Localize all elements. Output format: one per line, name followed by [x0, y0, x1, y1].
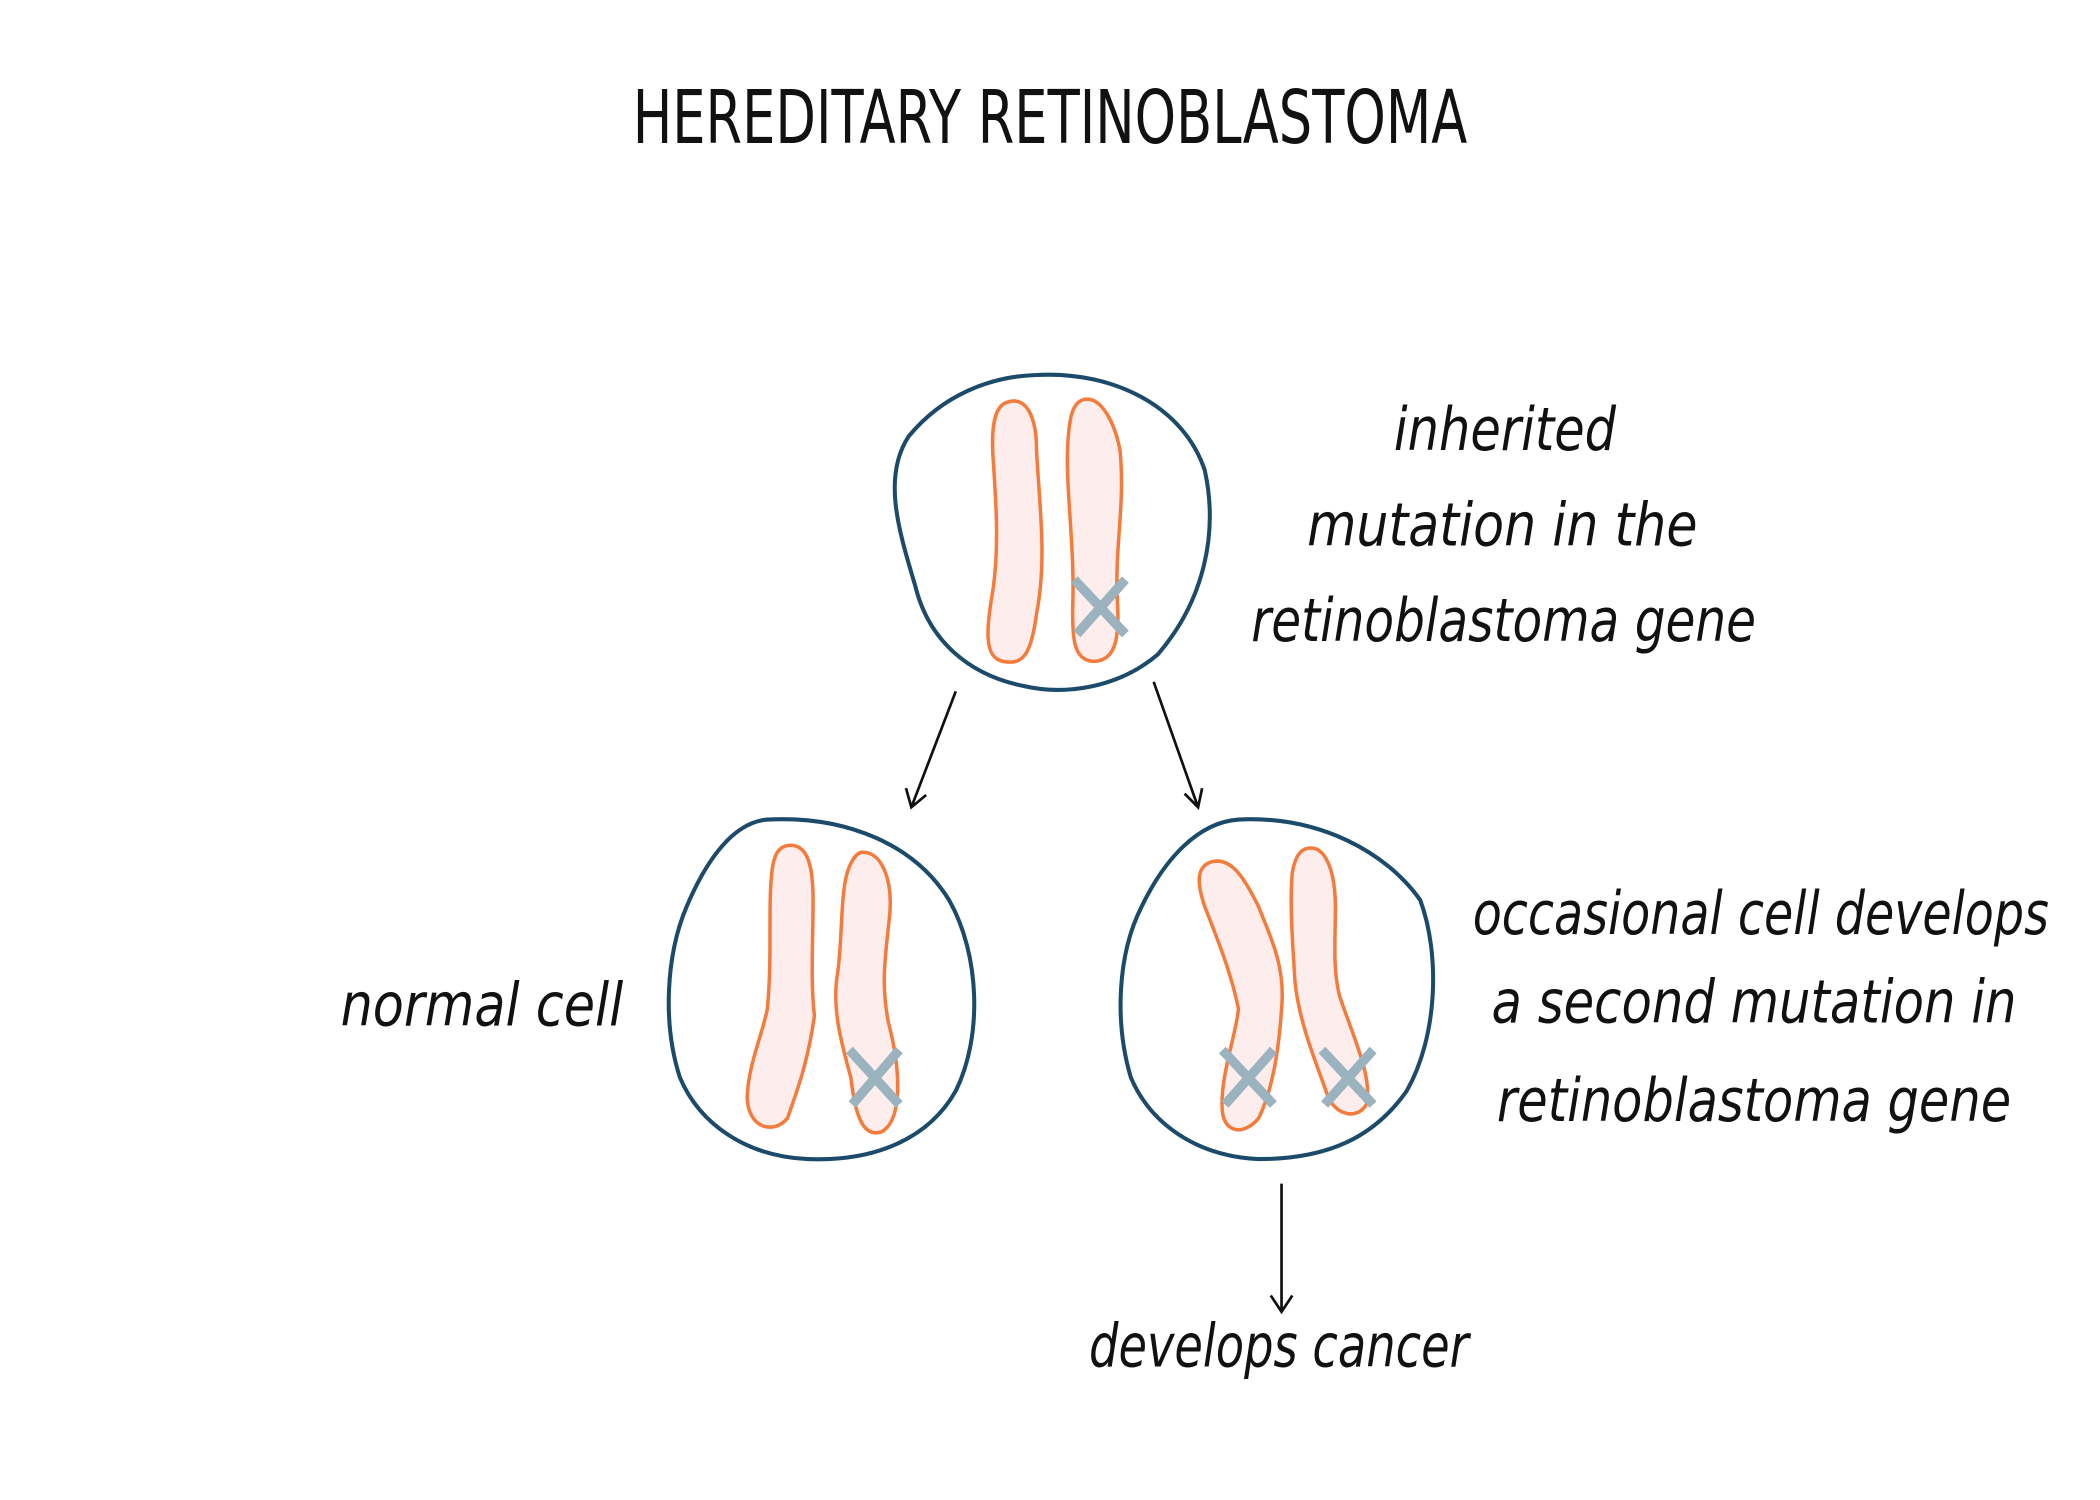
inherited-mutation-label: inherited mutation in the retinoblastoma…: [1251, 396, 1756, 656]
mutated-cell: [1118, 817, 1436, 1162]
label-line: occasional cell develops: [1473, 880, 2049, 949]
label-line: inherited: [1394, 396, 1617, 465]
normal-cell: [666, 817, 977, 1162]
label-line: retinoblastoma gene: [1497, 1067, 2011, 1136]
mutation-x-icon: [845, 1046, 903, 1108]
parent-cell: [892, 372, 1212, 692]
label-line: mutation in the: [1307, 491, 1697, 560]
diagram-title: HEREDITARY RETINOBLASTOMA: [633, 76, 1468, 162]
normal-cell-label: normal cell: [341, 971, 624, 1040]
chromosome: [986, 399, 1044, 664]
chromosome: [745, 843, 817, 1129]
mutation-x-icon: [1218, 1046, 1277, 1108]
arrow-to-normal-cell: [904, 690, 958, 810]
arrow-to-cancer: [1269, 1183, 1294, 1315]
mutation-x-icon: [1070, 576, 1129, 638]
chromosome-mutated: [1289, 846, 1370, 1116]
arrow-to-mutated-cell: [1152, 681, 1204, 811]
label-line: retinoblastoma gene: [1251, 587, 1756, 656]
label-line: a second mutation in: [1492, 968, 2017, 1037]
mutation-x-icon: [1318, 1046, 1377, 1108]
develops-cancer-label: develops cancer: [1089, 1312, 1471, 1381]
second-mutation-label: occasional cell develops a second mutati…: [1473, 880, 2049, 1136]
